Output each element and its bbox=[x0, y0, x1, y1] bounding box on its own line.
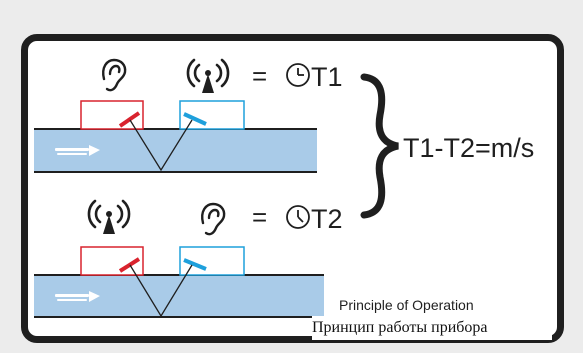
signal-path-bottom bbox=[129, 264, 193, 318]
caption-english: Principle of Operation bbox=[339, 297, 474, 313]
transmitter-icon bbox=[186, 58, 230, 93]
signal-path-top bbox=[129, 119, 193, 172]
clock-icon bbox=[286, 205, 310, 229]
flow-arrow-top bbox=[55, 145, 100, 156]
transducer-red-bottom bbox=[118, 257, 141, 273]
t2-label: T2 bbox=[311, 204, 343, 234]
caption-russian: Принцип работы прибора bbox=[312, 316, 552, 340]
flow-arrow-bottom bbox=[55, 291, 100, 302]
curly-brace bbox=[360, 73, 399, 219]
equals-sign-bottom: = bbox=[252, 202, 267, 232]
clock-icon bbox=[286, 63, 310, 87]
bottom-scenario: = T2 bbox=[34, 199, 343, 318]
equals-sign-top: = bbox=[252, 61, 267, 91]
transducer-red-top bbox=[118, 111, 141, 128]
transmitter-icon bbox=[87, 199, 131, 234]
t1-label: T1 bbox=[311, 62, 343, 92]
velocity-formula: T1-T2=m/s bbox=[403, 133, 534, 163]
ear-icon bbox=[201, 202, 226, 236]
transducer-blue-bottom bbox=[183, 258, 207, 271]
transducer-blue-top bbox=[183, 112, 207, 126]
ear-icon bbox=[102, 58, 127, 92]
top-scenario: = T1 bbox=[34, 58, 343, 173]
transducer-housing-blue-top bbox=[179, 100, 245, 130]
